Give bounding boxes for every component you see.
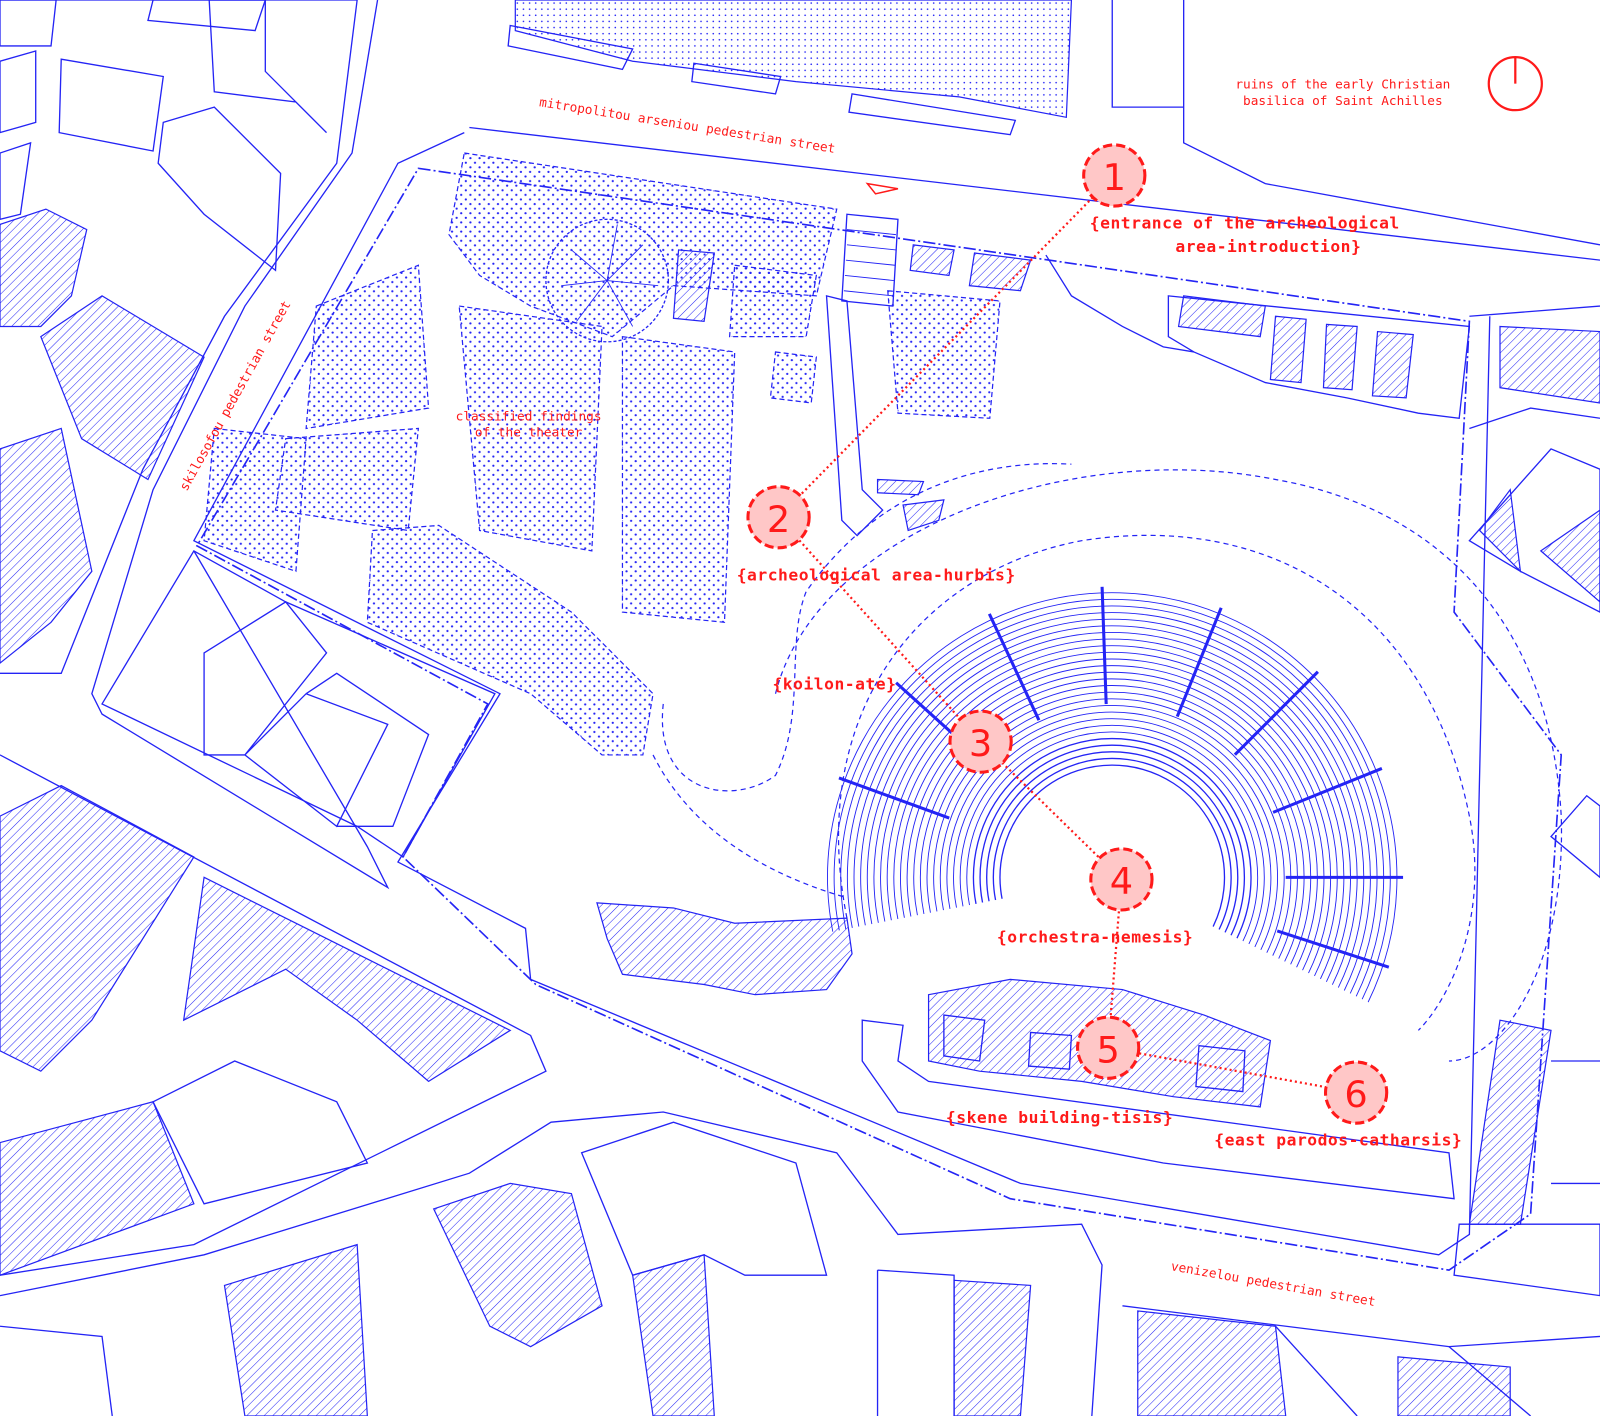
seating-row bbox=[946, 711, 1279, 950]
dashed-outlines bbox=[652, 463, 1563, 1062]
tree-icon bbox=[545, 218, 670, 343]
seating-row bbox=[827, 592, 1398, 1003]
seating-row bbox=[840, 605, 1385, 997]
seating-row bbox=[847, 612, 1378, 994]
station-number: 5 bbox=[1096, 1028, 1119, 1071]
street-label-north: mitropolitou arseniou pedestrian street bbox=[538, 95, 836, 157]
seating-row bbox=[992, 757, 1232, 930]
station-4-label: {orchestra-nemesis} bbox=[997, 928, 1193, 947]
seating-row bbox=[900, 665, 1325, 971]
site-boundary bbox=[192, 126, 1600, 1271]
findings-note-line2: of the theater bbox=[475, 426, 583, 441]
theater-koilon bbox=[827, 586, 1404, 1003]
seating-row bbox=[833, 598, 1391, 1000]
findings-note: classified findings bbox=[456, 409, 602, 424]
stairway bbox=[1233, 670, 1319, 756]
stairway bbox=[1100, 586, 1108, 705]
seating-row bbox=[972, 737, 1252, 939]
seating-row bbox=[853, 618, 1371, 991]
seating-row bbox=[886, 651, 1338, 977]
station-marker-1[interactable]: 1 bbox=[1082, 143, 1147, 208]
street-label-south: venizelou pedestrian street bbox=[1170, 1259, 1377, 1310]
station-1-label-line2: area-introduction} bbox=[1175, 237, 1361, 256]
seating-row bbox=[959, 724, 1265, 945]
seating-row bbox=[926, 691, 1298, 959]
basilica-note-line2: basilica of Saint Achilles bbox=[1243, 94, 1443, 109]
station-number: 4 bbox=[1110, 860, 1133, 903]
seating-row bbox=[880, 645, 1345, 980]
station-2-label: {archeological area-hurbis} bbox=[737, 565, 1016, 584]
seating-row bbox=[939, 704, 1285, 953]
stairway bbox=[838, 776, 950, 820]
station-5-label: {skene building-tisis} bbox=[946, 1108, 1173, 1127]
station-number: 1 bbox=[1103, 156, 1126, 199]
stairway bbox=[987, 613, 1041, 721]
stairway bbox=[1175, 607, 1223, 718]
station-number: 3 bbox=[969, 722, 992, 765]
seating-row bbox=[893, 658, 1332, 974]
seating-row bbox=[933, 698, 1292, 956]
station-marker-6[interactable]: 6 bbox=[1323, 1060, 1389, 1125]
seating-row bbox=[860, 625, 1365, 988]
station-marker-5[interactable]: 5 bbox=[1076, 1015, 1141, 1080]
seating-row bbox=[999, 764, 1226, 927]
itinerary-path bbox=[777, 174, 1357, 1094]
station-6-label: {east parodos-catharsis} bbox=[1214, 1131, 1462, 1150]
station-marker-3[interactable]: 3 bbox=[948, 709, 1013, 774]
seating-row bbox=[986, 751, 1239, 933]
seating-row bbox=[866, 632, 1358, 985]
seating-row bbox=[873, 638, 1351, 982]
station-marker-2[interactable]: 2 bbox=[746, 485, 811, 550]
seating-row bbox=[919, 685, 1305, 962]
findings-area bbox=[203, 152, 1471, 756]
seating-row bbox=[953, 718, 1272, 948]
basilica-note: ruins of the early Christian bbox=[1235, 78, 1450, 93]
entrance-arrow-icon bbox=[865, 182, 899, 195]
station-1-label: {entrance of the archeological bbox=[1090, 214, 1400, 233]
seating-row bbox=[966, 731, 1259, 942]
stairway bbox=[1276, 929, 1390, 969]
stairway bbox=[1272, 767, 1383, 814]
station-number: 6 bbox=[1344, 1073, 1367, 1116]
station-number: 2 bbox=[767, 498, 790, 541]
north-arrow-icon bbox=[1487, 56, 1543, 112]
seating-row bbox=[913, 678, 1312, 965]
seating-row bbox=[906, 671, 1318, 968]
station-3-label: {koilon-ate} bbox=[772, 675, 896, 694]
seating-row bbox=[979, 744, 1246, 936]
station-marker-4[interactable]: 4 bbox=[1089, 847, 1154, 912]
